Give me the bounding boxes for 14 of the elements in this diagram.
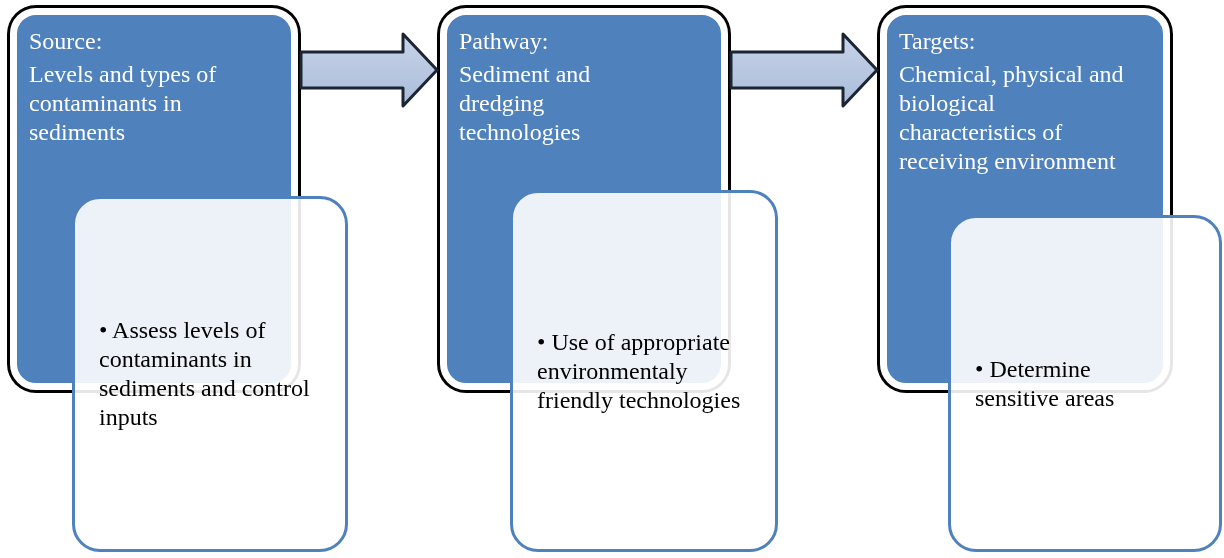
stage-heading: Pathway:	[459, 27, 550, 56]
action-card	[510, 190, 778, 552]
stage-heading: Targets:	[899, 27, 977, 56]
stage-description: Sediment and dredging technologies	[459, 60, 592, 147]
block-arrow	[729, 32, 879, 108]
bullet-text: • Use of appropriate environmentaly friendly technologies	[537, 327, 742, 415]
action-card	[72, 196, 348, 552]
bullet-text: • Determine sensitive areas	[975, 354, 1116, 413]
stage-description: Chemical, physical and biological characteristics of receiving environment	[899, 60, 1124, 176]
action-card	[948, 215, 1222, 552]
bullet-text: • Assess levels of contaminants in sediments and control inputs	[99, 316, 311, 432]
stage-description: Levels and types of contaminants in sediments	[29, 60, 218, 147]
stage-heading: Source:	[29, 27, 104, 56]
block-arrow	[299, 32, 439, 108]
